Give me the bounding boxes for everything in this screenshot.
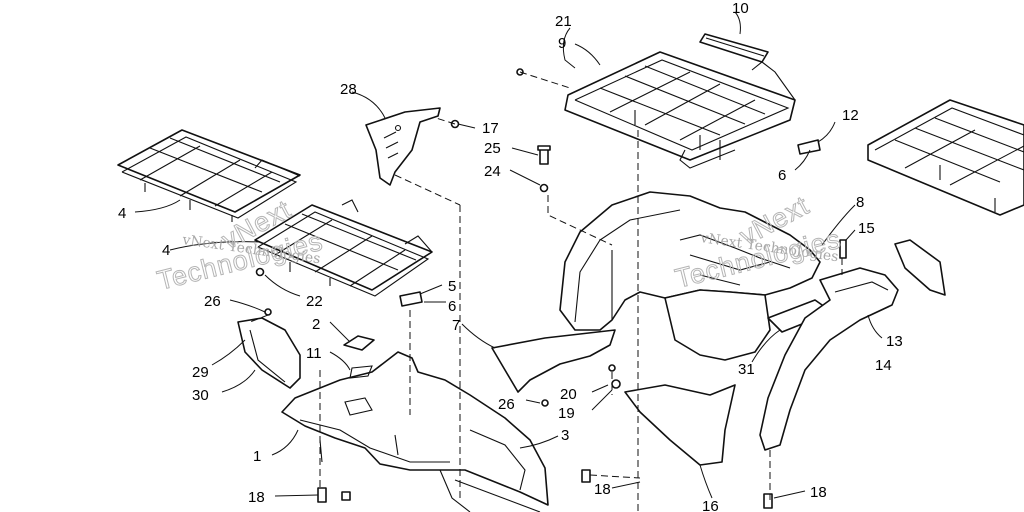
callout-labels: 21 9 10 12 6 8 15 13 14 31 28 17 25 24 4… [118, 0, 903, 512]
callout-17: 17 [482, 120, 499, 137]
rear-fender [281, 351, 549, 512]
callout-5: 5 [448, 278, 456, 295]
front-rack-right-partial [867, 99, 1024, 216]
callout-20: 20 [560, 386, 577, 403]
callout-1: 1 [253, 448, 261, 465]
callout-12: 12 [842, 107, 859, 124]
callout-26-right: 26 [498, 396, 515, 413]
callout-13: 13 [886, 333, 903, 350]
rack-end-cap [797, 139, 821, 155]
callout-15: 15 [858, 220, 875, 237]
front-rack-top [564, 51, 796, 169]
callout-9: 9 [558, 35, 566, 52]
rack-cushion [699, 33, 769, 63]
callout-26-left: 26 [204, 293, 221, 310]
callout-31: 31 [738, 361, 755, 378]
callout-25: 25 [484, 140, 501, 157]
callout-6-top: 6 [778, 167, 786, 184]
callout-21: 21 [555, 13, 572, 30]
callout-16: 16 [702, 498, 719, 512]
callout-18-left: 18 [248, 489, 265, 506]
callout-4-middle: 4 [162, 242, 170, 259]
side-panel-left [237, 317, 301, 389]
callout-14: 14 [875, 357, 892, 374]
callout-4-top: 4 [118, 205, 126, 222]
callout-28: 28 [340, 81, 357, 98]
rear-rack-middle [254, 199, 433, 297]
callout-24: 24 [484, 163, 501, 180]
callout-8: 8 [856, 194, 864, 211]
callout-18-right: 18 [810, 484, 827, 501]
callout-7: 7 [452, 317, 460, 334]
callout-22: 22 [306, 293, 323, 310]
side-cover-right [894, 239, 946, 296]
callout-30: 30 [192, 387, 209, 404]
front-fender [559, 191, 821, 331]
callout-19: 19 [558, 405, 575, 422]
mount-bracket [365, 107, 441, 186]
rear-rack-top-left [117, 129, 301, 222]
fender-flare [759, 267, 899, 451]
leader-lines [134, 11, 883, 499]
seat-trim-panel [491, 329, 616, 393]
callout-3: 3 [561, 427, 569, 444]
callout-2: 2 [312, 316, 320, 333]
callout-11: 11 [306, 345, 322, 362]
callout-6-middle: 6 [448, 298, 456, 315]
callout-29: 29 [192, 364, 209, 381]
fasteners [255, 68, 847, 509]
inner-fender-liner [664, 289, 771, 361]
callout-18-center: 18 [594, 481, 611, 498]
footwell-panel [624, 384, 736, 466]
assembly-lines [249, 71, 843, 512]
spacer-block [399, 291, 423, 307]
callout-10: 10 [732, 0, 749, 17]
cap-cover [343, 335, 375, 351]
